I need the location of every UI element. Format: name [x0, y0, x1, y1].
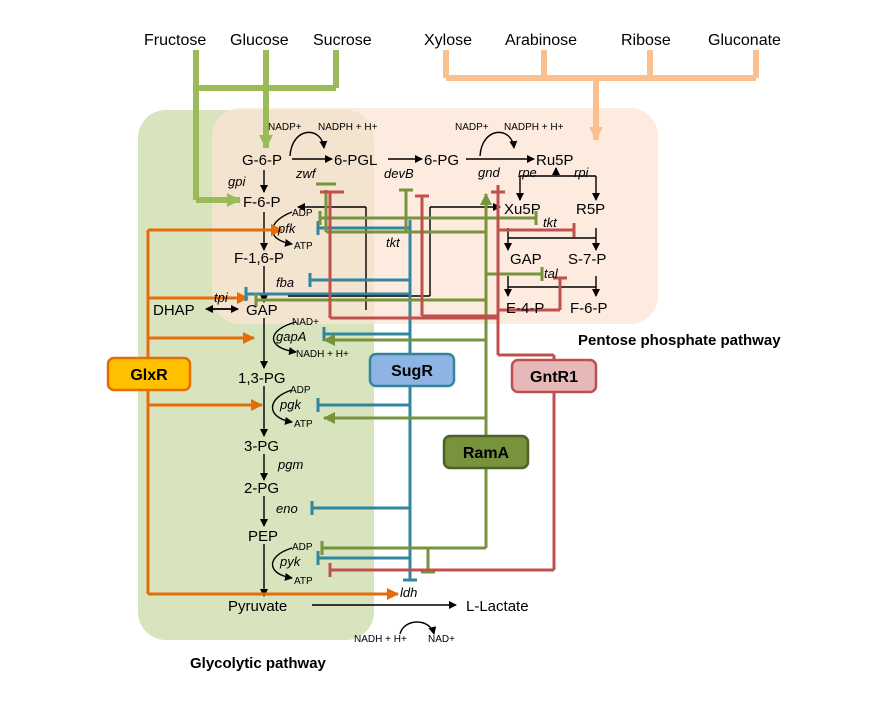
enzyme-ldh: ldh — [400, 585, 417, 600]
enzyme-zwf: zwf — [295, 166, 317, 181]
enzyme-rpe: rpe — [518, 165, 537, 180]
regulator-gntr1-label: GntR1 — [530, 369, 578, 386]
enzyme-tkt: tkt — [386, 235, 401, 250]
metabolite-gap-ppp: GAP — [510, 251, 542, 268]
enzyme-rpi: rpi — [574, 165, 590, 180]
ppp-sugar-inputs — [443, 50, 759, 141]
cofactor-nadh-ldh: NADH + H+ — [354, 634, 407, 645]
metabolite-g6p: G-6-P — [242, 152, 282, 169]
metabolite-6pg: 6-PG — [424, 152, 459, 169]
enzyme-gapa: gapA — [276, 329, 306, 344]
enzyme-pgk: pgk — [279, 397, 302, 412]
metabolite-r5p: R5P — [576, 201, 605, 218]
metabolite-pyruvate: Pyruvate — [228, 598, 287, 615]
source-glucose: Glucose — [230, 32, 289, 49]
regulator-sugr: SugR — [368, 352, 456, 388]
metabolite-s7p: S-7-P — [568, 251, 606, 268]
enzyme-devb: devB — [384, 166, 414, 181]
cofactor-nadp-1: NADP+ — [268, 122, 302, 133]
source-fructose: Fructose — [144, 32, 206, 49]
enzyme-gpi: gpi — [228, 174, 246, 189]
enzyme-pyk: pyk — [279, 554, 302, 569]
enzyme-tkt-ppp: tkt — [543, 215, 558, 230]
sugr-regulation-lines — [244, 220, 417, 582]
metabolite-lactate: L-Lactate — [466, 598, 529, 615]
metabolite-13pg: 1,3-PG — [238, 370, 286, 387]
cofactor-adp-pfk: ADP — [292, 208, 313, 219]
metabolite-gap: GAP — [246, 302, 278, 319]
metabolite-6pgl: 6-PGL — [334, 152, 377, 169]
enzyme-pgm: pgm — [277, 457, 303, 472]
glycolysis-sugar-inputs — [193, 50, 339, 207]
source-gluconate: Gluconate — [708, 32, 781, 49]
enzyme-fba: fba — [276, 275, 294, 290]
regulator-glxr: GlxR — [106, 356, 192, 392]
cofactor-nadph-2: NADPH + H+ — [504, 122, 564, 133]
source-ribose: Ribose — [621, 32, 671, 49]
enzyme-eno: eno — [276, 501, 298, 516]
source-xylose: Xylose — [424, 32, 472, 49]
cofactor-atp-pfk: ATP — [294, 241, 313, 252]
metabolite-3pg: 3-PG — [244, 438, 279, 455]
regulator-sugr-label: SugR — [391, 363, 433, 380]
cofactor-nad-gapa: NAD+ — [292, 317, 319, 328]
enzyme-tal: tal — [544, 266, 559, 281]
metabolite-f16p: F-1,6-P — [234, 250, 284, 267]
cofactor-adp-pgk: ADP — [290, 385, 311, 396]
cofactor-adp-pyk: ADP — [292, 542, 313, 553]
metabolite-pep: PEP — [248, 528, 278, 545]
pathway-label-glycolytic: Glycolytic pathway — [190, 655, 327, 672]
regulator-glxr-label: GlxR — [130, 367, 168, 384]
regulator-rama: RamA — [442, 434, 530, 470]
metabolite-xu5p: Xu5P — [504, 201, 541, 218]
cofactor-nadh-gapa: NADH + H+ — [296, 349, 349, 360]
enzyme-pfk: pfk — [277, 221, 297, 236]
cofactor-nadp-2: NADP+ — [455, 122, 489, 133]
cofactor-nadph-1: NADPH + H+ — [318, 122, 378, 133]
cofactor-atp-pgk: ATP — [294, 419, 313, 430]
source-arabinose: Arabinose — [505, 32, 577, 49]
ppp-region — [212, 108, 658, 324]
metabolite-f6p-ppp: F-6-P — [570, 300, 608, 317]
metabolite-ru5p: Ru5P — [536, 152, 574, 169]
glxr-regulation-lines — [146, 224, 399, 600]
enzyme-gnd: gnd — [478, 165, 500, 180]
gntr1-regulation-lines — [320, 185, 576, 577]
rama-regulation-lines — [254, 182, 544, 574]
source-sucrose: Sucrose — [313, 32, 372, 49]
regulator-rama-label: RamA — [463, 445, 510, 462]
metabolite-e4p: E-4-P — [506, 300, 544, 317]
cofactor-atp-pyk: ATP — [294, 576, 313, 587]
cofactor-nad-ldh: NAD+ — [428, 634, 455, 645]
metabolite-dhap: DHAP — [153, 302, 195, 319]
metabolite-f6p: F-6-P — [243, 194, 281, 211]
regulator-gntr1: GntR1 — [510, 358, 598, 394]
enzyme-tpi: tpi — [214, 290, 229, 305]
pathway-label-ppp: Pentose phosphate pathway — [578, 332, 781, 349]
metabolite-2pg: 2-PG — [244, 480, 279, 497]
